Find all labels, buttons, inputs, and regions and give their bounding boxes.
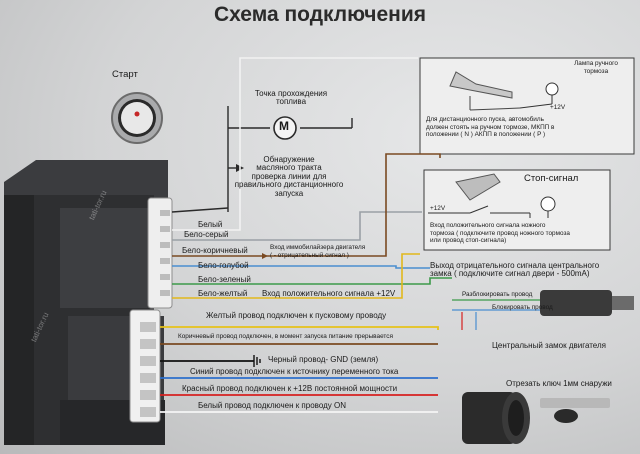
door-negative-label: Выход отрицательного сигнала центральног…	[430, 261, 600, 279]
wire-label-white-gray: Бело-серый	[184, 230, 229, 239]
brake-box	[423, 169, 611, 251]
fuel-oil-lines	[171, 106, 353, 213]
start-button[interactable]	[111, 92, 163, 144]
immobilizer-label: Вход иммобилайзера двигателя ( - отрицат…	[270, 244, 366, 259]
upper-connector	[147, 197, 173, 309]
lower-wire-label-brown: Коричневый провод подключен, в момент за…	[178, 333, 393, 340]
wire-label-white-yellow: Бело-желтый	[198, 289, 248, 298]
lower-wires	[160, 326, 439, 413]
ground-icon	[253, 355, 261, 367]
brake-voltage: +12V	[430, 205, 446, 212]
lower-connector	[129, 309, 161, 423]
wire-label-white-blue: Бело-голубой	[198, 261, 249, 270]
central-lock	[452, 290, 634, 330]
start-label: Старт	[112, 69, 138, 80]
lock-wire-label: Блокировать провод	[492, 304, 553, 311]
fuel-motor-icon	[273, 116, 297, 140]
handbrake-lamp-label: Лампа ручного тормоза	[574, 60, 618, 75]
upper-wires	[172, 57, 452, 299]
unlock-wire-label: Разблокировать провод	[462, 291, 533, 298]
wire-label-white-green: Бело-зеленый	[198, 275, 251, 284]
ignition-label: Отрезать ключ 1мм снаружи	[506, 379, 612, 388]
ignition-switch	[462, 392, 610, 444]
brake-text: Вход положительного сигнала ножного торм…	[430, 222, 570, 245]
wire-label-white: Белый	[198, 220, 223, 229]
lower-wire-label-black: Черный провод- GND (земля)	[268, 355, 379, 364]
motor-symbol: M	[279, 119, 289, 133]
positive-input-label: Вход положительного сигнала +12V	[262, 289, 396, 298]
handbrake-text: Для дистанционного пуска, автомобиль дол…	[426, 116, 555, 139]
lower-wire-label-blue: Синий провод подключен к источнику перем…	[190, 367, 399, 376]
oil-label: Обнаружение масляного тракта проверка ли…	[234, 155, 344, 198]
fuel-label: Точка прохождения топлива	[254, 89, 328, 107]
lower-wire-label-yellow: Желтый провод подключен к пусковому пров…	[206, 311, 387, 320]
page-title: Схема подключения	[213, 3, 427, 26]
lower-wire-label-white: Белый провод подключен к проводу ON	[198, 401, 346, 410]
brake-title: Стоп-сигнал	[524, 173, 579, 184]
wire-label-white-brown: Бело-коричневый	[182, 246, 248, 255]
handbrake-voltage: +12V	[550, 104, 566, 111]
lower-wire-label-red: Красный провод подключен к +12В постоянн…	[182, 384, 398, 393]
handbrake-box	[419, 57, 635, 155]
central-lock-label: Центральный замок двигателя	[492, 341, 606, 350]
